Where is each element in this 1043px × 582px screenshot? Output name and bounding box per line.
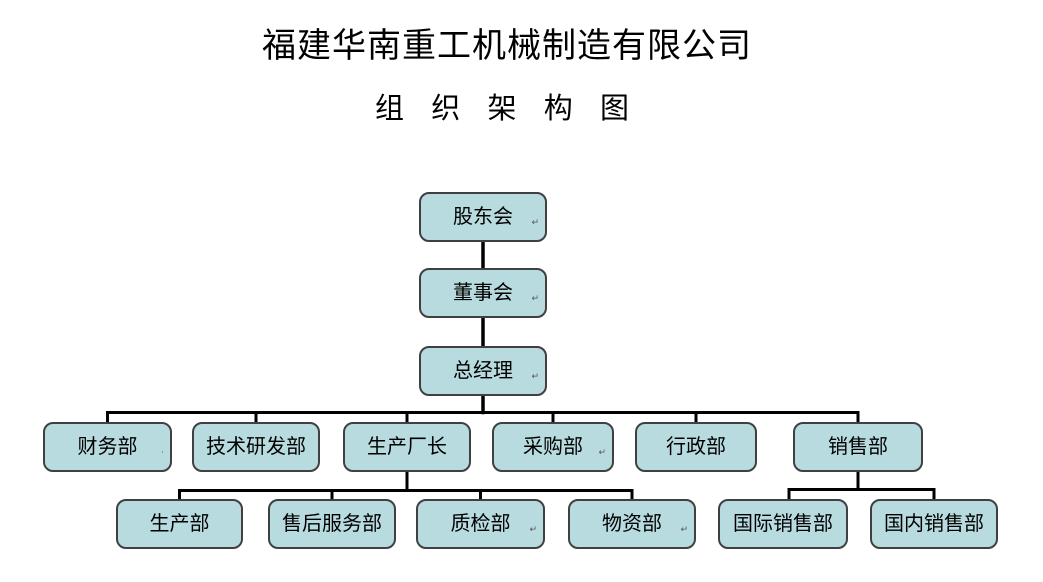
org-node-label: 生产厂长 [367,436,447,458]
paragraph-mark-icon: ↵ [680,525,688,535]
paragraph-mark-icon: ↵ [529,525,537,535]
org-node-label: 总经理 [453,360,513,382]
org-node-production-dept: 生产部 [116,499,243,549]
org-node-label: 质检部 [450,513,511,535]
org-node-purchasing-dept: 采购部 ↵ [492,422,614,472]
org-node-shareholders-meeting: 股东会 ↵ [419,192,547,242]
org-node-label: 董事会 [453,282,513,304]
paragraph-mark-icon: ↵ [598,448,606,458]
title-block: 福建华南重工机械制造有限公司 组 织 架 构 图 [0,0,1014,126]
org-node-general-manager: 总经理 ↵ [419,346,547,396]
org-node-admin-dept: 行政部 [635,422,757,472]
paragraph-mark-icon: ↵ [531,294,539,304]
paragraph-mark-icon: ↵ [531,218,539,228]
org-node-finance-dept: 财务部 · [43,422,172,472]
org-chart-subtitle: 组 织 架 构 图 [374,93,639,126]
org-node-label: 技术研发部 [206,436,306,458]
org-node-tech-rd-dept: 技术研发部 [192,422,320,472]
org-node-sales-dept: 销售部 [793,422,923,472]
org-node-label: 生产部 [149,513,210,535]
org-node-domestic-sales-dept: 国内销售部 [870,499,998,549]
org-node-label: 财务部 [77,436,138,458]
org-node-label: 物资部 [602,513,662,535]
org-node-quality-inspection-dept: 质检部 ↵ [416,499,545,549]
org-node-label: 销售部 [828,436,888,458]
org-node-label: 行政部 [666,436,726,458]
org-node-international-sales-dept: 国际销售部 [718,499,848,549]
org-node-label: 采购部 [523,436,583,458]
org-node-label: 股东会 [453,206,513,228]
org-node-after-sales-service-dept: 售后服务部 [268,499,396,549]
org-node-materials-dept: 物资部 ↵ [568,499,696,549]
org-node-label: 国内销售部 [884,513,984,535]
org-node-label: 售后服务部 [282,513,382,535]
org-node-label: 国际销售部 [733,513,833,535]
org-node-board-of-directors: 董事会 ↵ [419,268,547,318]
paragraph-mark-icon: · [161,448,164,458]
paragraph-mark-icon: ↵ [531,372,539,382]
company-title: 福建华南重工机械制造有限公司 [262,28,752,65]
org-node-production-director: 生产厂长 [343,422,471,472]
